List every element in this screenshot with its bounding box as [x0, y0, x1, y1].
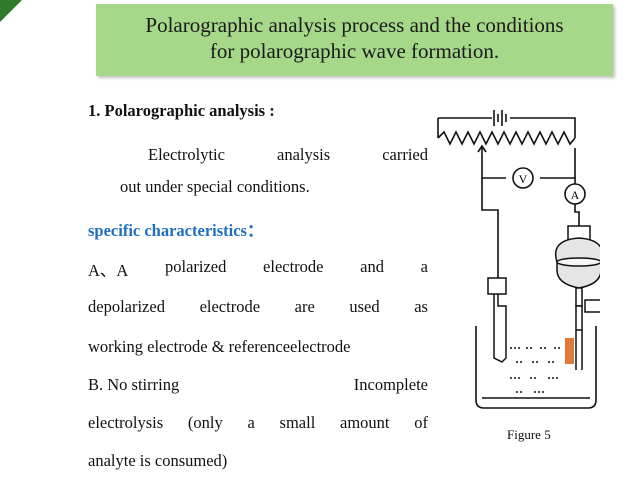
electrolysis-cell [475, 326, 597, 409]
intro-line-1: Electrolytic analysis carried [148, 145, 428, 165]
slide-title-line2: for polarographic wave formation. [209, 39, 500, 63]
variable-resistor [437, 130, 576, 146]
intro-word: carried [382, 145, 428, 164]
specific-label-colon: ： [246, 221, 264, 240]
dropping-electrode-tip [565, 338, 574, 364]
intro-word: analysis [277, 145, 331, 164]
point-b-word: (only [187, 413, 223, 432]
point-a-word: polarized [165, 257, 227, 276]
slide-title-line1: Polarographic analysis process and the c… [145, 13, 564, 37]
wire-to-sce [481, 178, 499, 278]
point-a-word: depolarized [88, 297, 165, 316]
point-a-line-2: depolarized electrode are used as [88, 297, 428, 317]
point-b-left: B. No stirring [88, 375, 180, 394]
voltmeter-label: V [519, 172, 528, 186]
point-b-line-1: B. No stirring Incomplete [88, 375, 428, 395]
voltmeter-icon [512, 167, 534, 189]
wire-right [540, 148, 576, 179]
point-b-line-2: electrolysis (only a small amount of [88, 413, 428, 433]
point-b-word: amount [340, 413, 390, 432]
left-decoration-bar [0, 0, 76, 478]
intro-word: Electrolytic [148, 145, 225, 164]
battery-symbol [490, 110, 545, 126]
mercury-reservoir [555, 225, 600, 331]
section-heading: 1. Polarographic analysis : [88, 101, 275, 120]
reference-electrode [487, 277, 507, 363]
point-b-word: a [247, 413, 255, 432]
point-a-word: electrode [263, 257, 324, 276]
polarograph-apparatus-figure: V A [437, 110, 600, 409]
resistor-leads [437, 118, 576, 138]
point-b-line-3: analyte is consumed) [88, 451, 228, 470]
point-b-word: small [279, 413, 316, 432]
corner-triangle [0, 0, 22, 22]
ammeter-label: A [571, 188, 580, 202]
point-a-word: are [294, 297, 315, 316]
wire-to-dme [574, 204, 580, 228]
ammeter-icon [564, 183, 586, 205]
slider-arrow [477, 144, 487, 162]
point-b-word: of [414, 413, 428, 432]
point-b-right: Incomplete [353, 375, 428, 394]
point-a-word: as [414, 297, 428, 316]
point-b-word: electrolysis [88, 413, 164, 432]
wire-to-voltmeter [481, 162, 506, 179]
point-a-word: and [360, 257, 384, 276]
point-a-word: A、A [88, 261, 129, 280]
point-a-word: used [349, 297, 380, 316]
battery-wire-right [545, 117, 576, 136]
point-a-line-1: A、A polarized electrode and a [88, 257, 428, 281]
slide-title-box: Polarographic analysis process and the c… [96, 4, 613, 76]
point-a-line-3: working electrode & referenceelectrode [88, 337, 351, 356]
figure-caption: Figure 5 [505, 427, 553, 443]
point-a-word: a [420, 257, 428, 276]
specific-characteristics-label: specific characteristics： [88, 217, 263, 241]
point-a-word: electrode [199, 297, 261, 316]
specific-label-text: specific characteristics [88, 221, 247, 240]
intro-line-2: out under special conditions. [120, 177, 310, 196]
